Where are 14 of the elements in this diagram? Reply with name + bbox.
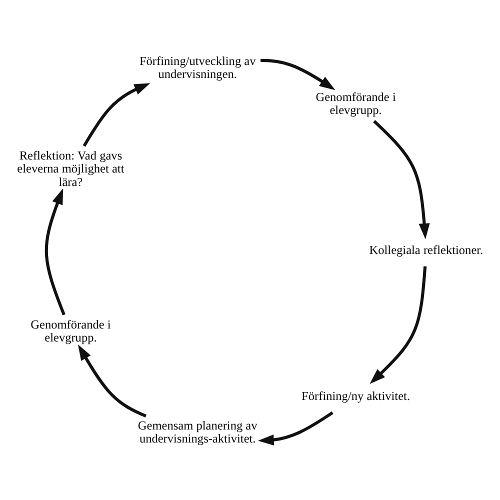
node-text: Genomförande i elevgrupp.: [316, 89, 396, 117]
node-text: Gemensam planering av undervisnings-aktivitet.: [138, 418, 258, 446]
node-text: Förfining/ny aktivitet.: [302, 388, 410, 402]
arrow: [260, 58, 336, 90]
node-text: Reflektion: Vad gavs eleverna möjlighet att lära?: [17, 148, 124, 188]
node-text: Genomförande i elevgrupp.: [30, 316, 111, 344]
arrow: [82, 82, 150, 146]
arrow: [44, 188, 66, 315]
arrow: [370, 266, 427, 384]
node-text: Kollegiala reflektioner.: [369, 242, 484, 256]
arrow: [373, 120, 430, 239]
arrow: [258, 410, 334, 446]
node-text: Förfining/utveckling av undervisningen.: [139, 53, 256, 81]
arrow: [78, 344, 147, 417]
